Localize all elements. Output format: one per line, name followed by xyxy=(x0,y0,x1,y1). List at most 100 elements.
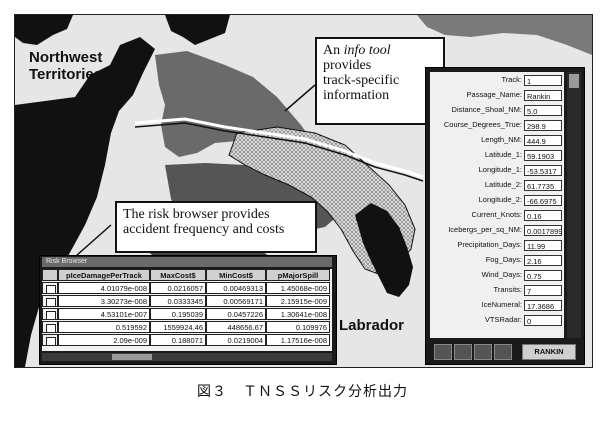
info-row-latitude-1: Latitude_1:59.1903 xyxy=(430,149,564,164)
caption-figure-number: 図３ xyxy=(197,384,227,400)
table-row[interactable]: 0.519592 1559924.46 448656.67 0.109976 xyxy=(42,321,332,334)
table-cell: 0.109976 xyxy=(266,321,330,333)
field-value[interactable]: 61.7735 xyxy=(524,180,562,191)
info-tool-scrollbar[interactable] xyxy=(567,72,581,338)
field-value[interactable]: 0.75 xyxy=(524,270,562,281)
field-label: VTSRadar: xyxy=(484,315,522,324)
region-label-line-2: Territories xyxy=(29,66,103,83)
field-label: Latitude_1: xyxy=(484,150,522,159)
table-cell: 3.30273e-008 xyxy=(58,295,150,307)
risk-browser-hscrollbar[interactable] xyxy=(42,353,332,361)
info-row-fog-days: Fog_Days:2.16 xyxy=(430,254,564,269)
info-row-icebergs: Icebergs_per_sq_NM:0.0017899 xyxy=(430,224,564,239)
field-value[interactable]: 298.9 xyxy=(524,120,562,131)
field-value[interactable]: 0.0017899 xyxy=(524,225,562,236)
field-value[interactable]: 0.16 xyxy=(524,210,562,221)
row-checkbox[interactable] xyxy=(46,298,56,306)
field-label: Course_Degrees_True: xyxy=(443,120,522,129)
field-value[interactable]: 59.1903 xyxy=(524,150,562,161)
table-cell: 0.188071 xyxy=(150,334,206,346)
table-row[interactable]: 2.09e-009 0.188071 0.0219004 1.17516e-00… xyxy=(42,334,332,347)
arctic-island-1 xyxy=(15,15,73,45)
field-label: Longitude_2: xyxy=(478,195,522,204)
info-row-length: Length_NM:444.9 xyxy=(430,134,564,149)
toolbar-button-1[interactable] xyxy=(434,344,452,360)
field-value[interactable]: -53.5317 xyxy=(524,165,562,176)
table-cell: 0.519592 xyxy=(58,321,150,333)
greenland xyxy=(417,15,592,55)
table-cell: 0.0219004 xyxy=(206,334,266,346)
info-callout-italic: info tool xyxy=(343,43,391,58)
field-label: Precipitation_Days: xyxy=(457,240,522,249)
table-cell: 0.00569171 xyxy=(206,295,266,307)
field-label: Passage_Name: xyxy=(466,90,522,99)
field-value[interactable]: 444.9 xyxy=(524,135,562,146)
info-tool-window[interactable]: Track:1 Passage_Name:Rankin Distance_Sho… xyxy=(425,67,585,365)
risk-callout-pointer xyxy=(76,224,112,256)
scrollbar-thumb[interactable] xyxy=(112,354,152,360)
field-value[interactable]: 1 xyxy=(524,75,562,86)
row-checkbox[interactable] xyxy=(46,285,56,293)
info-row-track: Track:1 xyxy=(430,74,564,89)
field-value[interactable]: Rankin xyxy=(524,90,562,101)
table-cell: 1.30641e-008 xyxy=(266,308,330,320)
field-value[interactable]: 17.3686 xyxy=(524,300,562,311)
track-line-secondary xyxy=(134,122,424,182)
row-checkbox[interactable] xyxy=(46,311,56,319)
toolbar-button-3[interactable] xyxy=(474,344,492,360)
field-value[interactable]: 2.16 xyxy=(524,255,562,266)
toolbar-button-2[interactable] xyxy=(454,344,472,360)
info-tool-fields: Track:1 Passage_Name:Rankin Distance_Sho… xyxy=(430,72,564,338)
info-row-passage-name: Passage_Name:Rankin xyxy=(430,89,564,104)
rankin-button[interactable]: RANKIN xyxy=(522,344,576,360)
row-select-cell xyxy=(42,334,58,346)
table-cell: 1.45068e-009 xyxy=(266,282,330,294)
field-label: Distance_Shoal_NM: xyxy=(451,105,522,114)
info-tool-toolbar: RANKIN xyxy=(430,342,580,360)
risk-browser-window[interactable]: Risk Browser pIceDamagePerTrack MaxCost$… xyxy=(39,255,337,365)
risk-browser-titlebar[interactable]: Risk Browser xyxy=(42,257,332,267)
risk-callout-line-2: accident frequency and costs xyxy=(123,222,285,237)
field-value[interactable]: 7 xyxy=(524,285,562,296)
table-row[interactable]: 4.53101e-007 0.195039 0.0457226 1.30641e… xyxy=(42,308,332,321)
table-cell: 2.15915e-009 xyxy=(266,295,330,307)
table-cell: 0.0216057 xyxy=(150,282,206,294)
risk-browser-table: pIceDamagePerTrack MaxCost$ MinCost$ pMa… xyxy=(42,269,332,351)
field-value[interactable]: 11.99 xyxy=(524,240,562,251)
row-select-cell xyxy=(42,321,58,333)
row-checkbox[interactable] xyxy=(46,324,56,332)
column-header[interactable]: MinCost$ xyxy=(206,269,266,281)
info-callout-line-4: information xyxy=(323,88,390,103)
table-cell: 0.00469313 xyxy=(206,282,266,294)
info-row-vts-radar: VTSRadar:0 xyxy=(430,314,564,329)
table-row[interactable]: 3.30273e-008 0.0333345 0.00569171 2.1591… xyxy=(42,295,332,308)
info-row-longitude-1: Longitude_1:-53.5317 xyxy=(430,164,564,179)
info-callout-prefix: An xyxy=(323,43,344,58)
field-value[interactable]: -66.6975 xyxy=(524,195,562,206)
field-value[interactable]: 0 xyxy=(524,315,562,326)
table-cell: 0.195039 xyxy=(150,308,206,320)
toolbar-button-4[interactable] xyxy=(494,344,512,360)
info-row-longitude-2: Longitude_2:-66.6975 xyxy=(430,194,564,209)
row-checkbox[interactable] xyxy=(46,337,56,345)
table-row[interactable]: 4.01079e-008 0.0216057 0.00469313 1.4506… xyxy=(42,282,332,295)
table-cell: 4.01079e-008 xyxy=(58,282,150,294)
table-cell: 1.17516e-008 xyxy=(266,334,330,346)
caption-title: ＴＮＳＳリスク分析出力 xyxy=(243,384,408,400)
field-value[interactable]: 5.0 xyxy=(524,105,562,116)
table-cell: 0.0333345 xyxy=(150,295,206,307)
labrador-label: Labrador xyxy=(339,317,405,334)
field-label: Longitude_1: xyxy=(478,165,522,174)
field-label: Track: xyxy=(501,75,522,84)
figure-panel: Northwest Territories Labrador An info t… xyxy=(14,14,593,368)
scrollbar-thumb[interactable] xyxy=(569,74,579,88)
info-row-ice-numeral: IceNumeral:17.3686 xyxy=(430,299,564,314)
column-header[interactable]: pIceDamagePerTrack xyxy=(58,269,150,281)
northwest-territories-label: Northwest Territories xyxy=(29,49,102,83)
column-header[interactable]: pMajorSpill xyxy=(266,269,330,281)
row-select-cell xyxy=(42,308,58,320)
row-select-cell xyxy=(42,282,58,294)
column-header[interactable]: MaxCost$ xyxy=(150,269,206,281)
info-row-precipitation-days: Precipitation_Days:11.99 xyxy=(430,239,564,254)
